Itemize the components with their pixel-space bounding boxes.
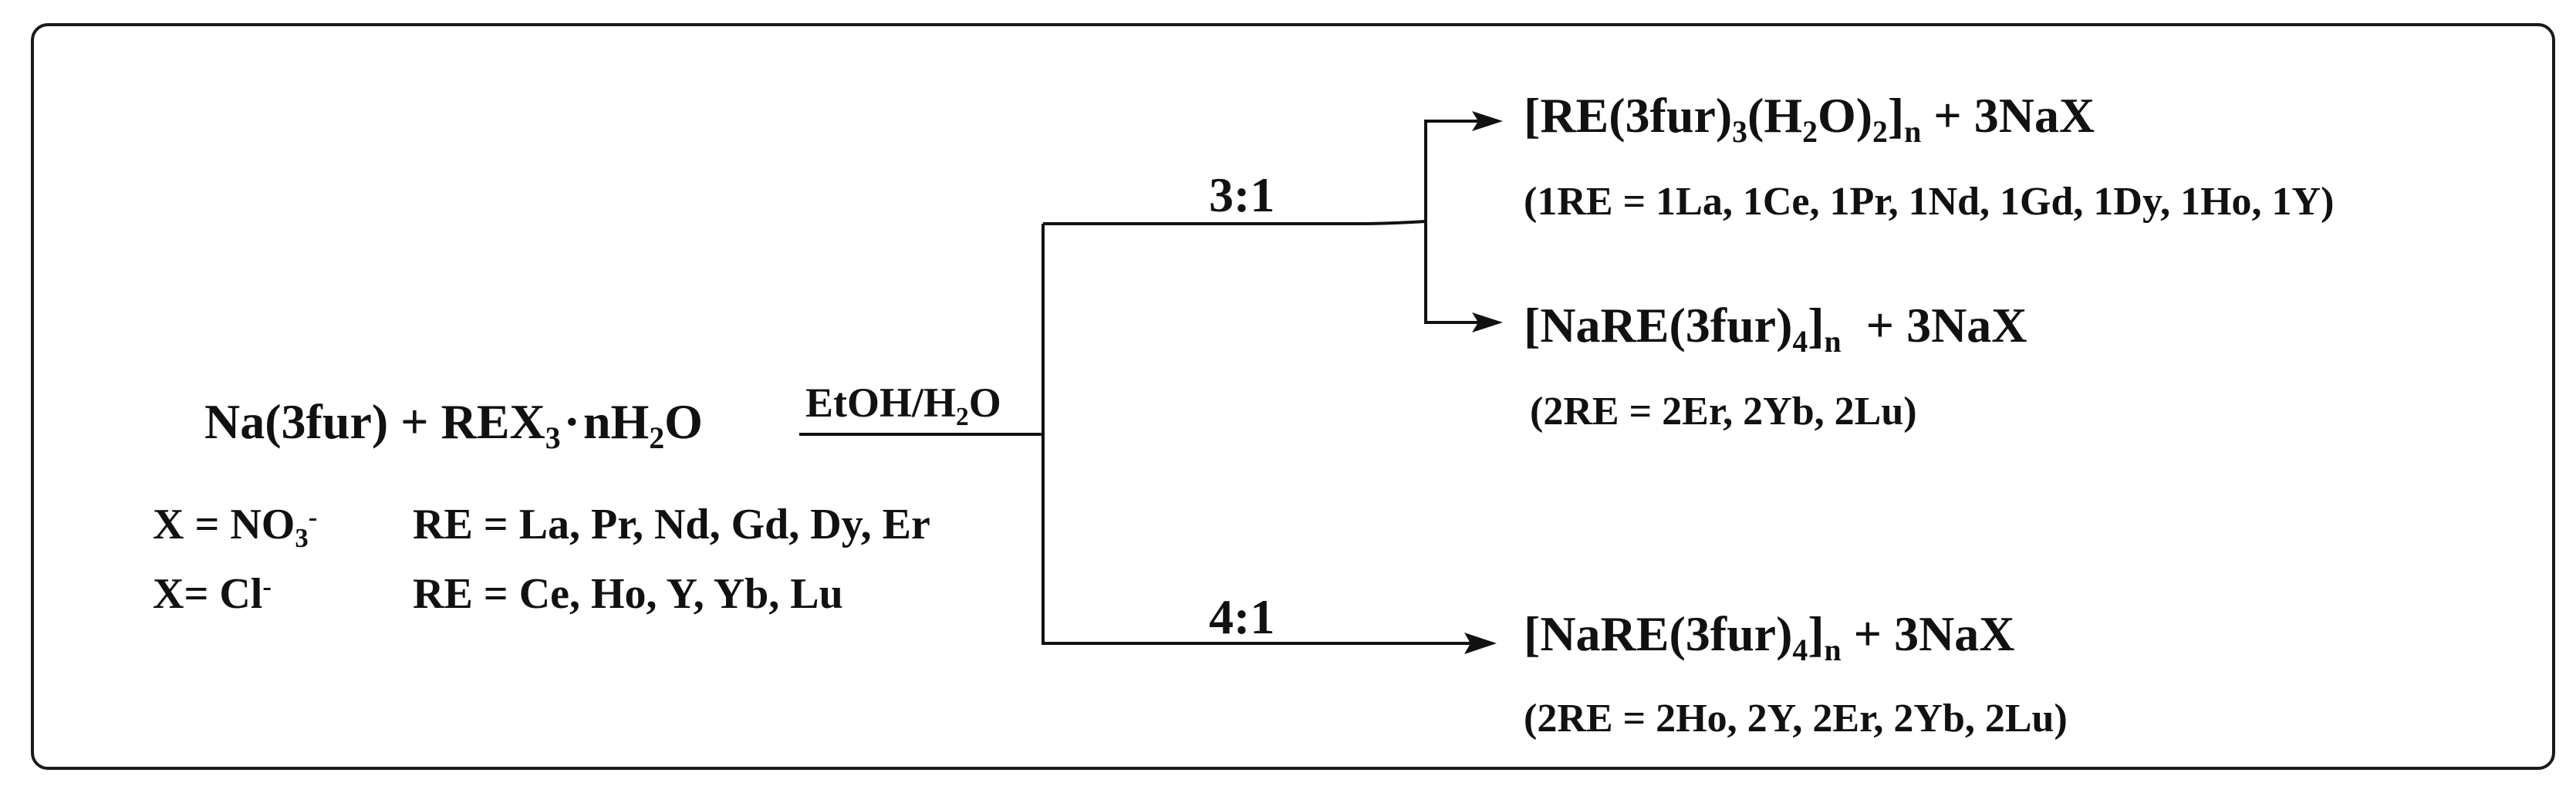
rare-earth-salt: REX3 [441,394,561,455]
product-2-rare-earths: (2RE = 2Er, 2Yb, 2Lu) [1530,390,1917,434]
hydrate-dot: · [563,394,580,449]
product-3-formula: [NaRE(3fur)4]n + 3NaX [1524,606,2015,667]
anion-nitrate-label: X = NO3- [153,501,318,554]
product-1-rare-earths: (1RE = 1La, 1Ce, 1Pr, 1Nd, 1Gd, 1Dy, 1Ho… [1524,180,2335,224]
ratio-3-1-label: 3:1 [1209,167,1275,222]
arrowhead-product-1 [1472,111,1503,131]
diagram-frame [31,23,2555,770]
chloride-rare-earth-list: RE = Ce, Ho, Y, Yb, Lu [413,570,843,618]
hydrate-water: nH2O [582,394,703,455]
arrowhead-product-3 [1464,633,1497,654]
product-1-formula: [RE(3fur)3(H2O)2]n + 3NaX [1524,88,2095,149]
nitrate-rare-earth-list: RE = La, Pr, Nd, Gd, Dy, Er [413,501,930,548]
sodium-salt: Na(3fur) [204,394,389,449]
ratio-4-1-label: 4:1 [1209,589,1275,644]
product-3-rare-earths: (2RE = 2Ho, 2Y, 2Er, 2Yb, 2Lu) [1524,697,2068,741]
reactant-equation: Na(3fur) + REX3·nH2O [204,394,703,455]
reaction-solvent: EtOH/H2O [805,380,1001,431]
product-2-formula: [NaRE(3fur)4]n + 3NaX [1524,298,2027,359]
plus-sign: + [400,394,429,449]
arrowhead-product-2 [1472,312,1503,332]
anion-chloride-label: X= Cl- [153,570,272,618]
branch-3-1 [1043,220,1426,225]
